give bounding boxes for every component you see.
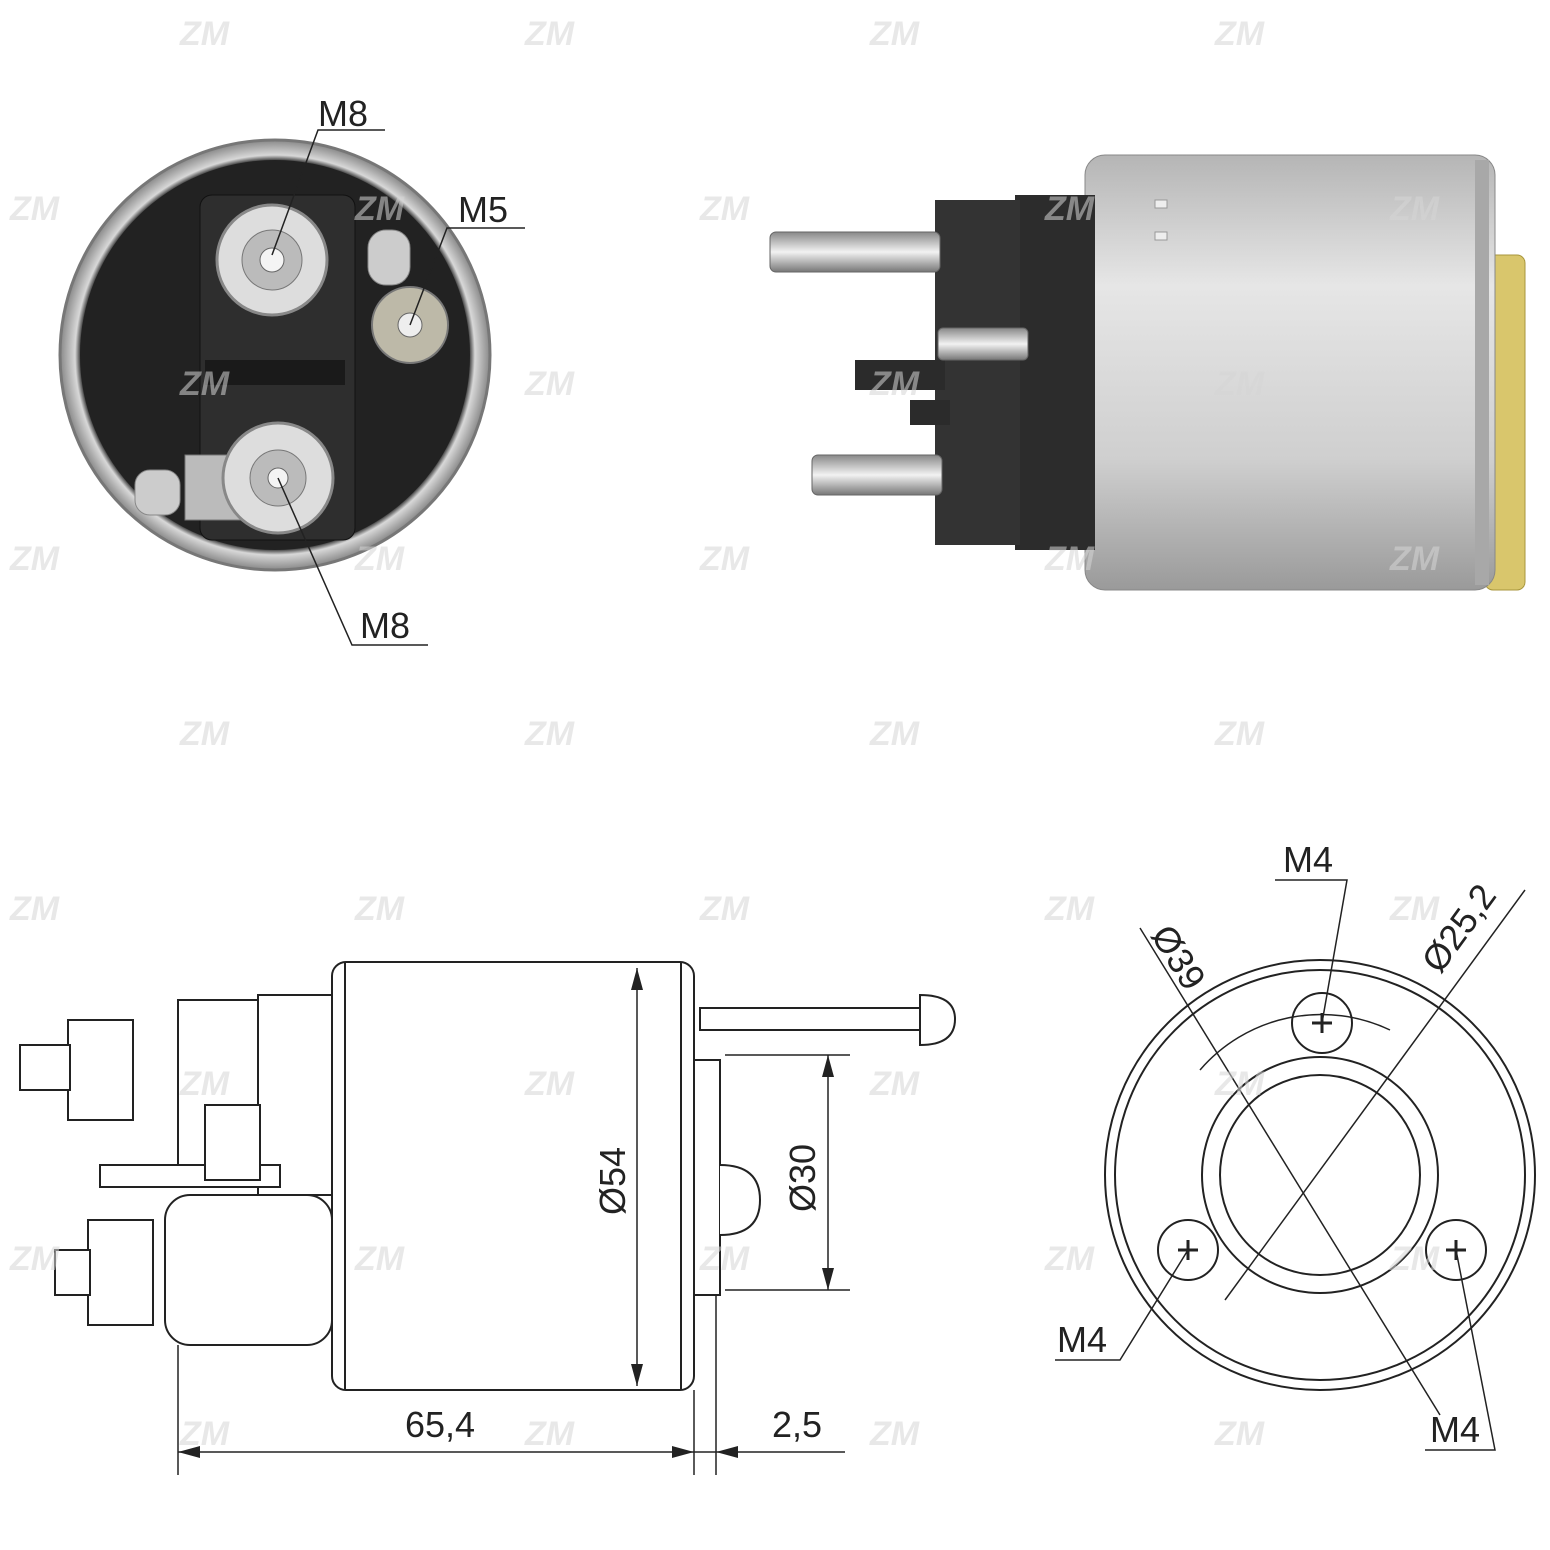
watermark-logo: ZM <box>699 190 750 228</box>
watermark-logo: ZM <box>869 715 920 753</box>
side-view-photo <box>769 154 1526 591</box>
watermark-logo: ZM <box>1214 15 1265 53</box>
stud-lower <box>811 454 943 496</box>
side-drawing <box>19 961 957 1475</box>
watermark-logo: ZM <box>179 15 230 53</box>
watermark-logo: ZM <box>1389 890 1440 928</box>
label-m4-left: M4 <box>1057 1319 1107 1360</box>
watermark-logo: ZM <box>9 890 60 928</box>
watermark-logo: ZM <box>179 715 230 753</box>
watermark-logo: ZM <box>179 1415 230 1453</box>
watermark-logo: ZM <box>524 1415 575 1453</box>
watermark-logo: ZM <box>869 15 920 53</box>
label-m8-top: M8 <box>318 93 368 134</box>
watermark-logo: ZM <box>9 540 60 578</box>
watermark-logo: ZM <box>869 1065 920 1103</box>
watermark-logo: ZM <box>699 540 750 578</box>
watermark-logo: ZM <box>1214 1415 1265 1453</box>
watermark-logo: ZM <box>699 890 750 928</box>
watermark-logo: ZM <box>524 365 575 403</box>
label-m4-top: M4 <box>1283 839 1333 880</box>
solenoid-can <box>1084 154 1496 591</box>
watermark-logo: ZM <box>869 1415 920 1453</box>
screw-hole-top <box>1291 992 1353 1054</box>
watermark-logo: ZM <box>1044 890 1095 928</box>
dim-offset: 2,5 <box>772 1404 822 1445</box>
flange-drawing <box>1055 879 1536 1451</box>
watermark-logo: ZM <box>9 1240 60 1278</box>
watermark-logo: ZM <box>1214 715 1265 753</box>
watermark-logo: ZM <box>354 890 405 928</box>
watermark-logo: ZM <box>9 190 60 228</box>
dim-plunger-diameter: Ø30 <box>782 1144 823 1212</box>
dim-body-diameter: Ø54 <box>592 1147 633 1215</box>
dim-bolt-circle: Ø39 <box>1143 918 1214 997</box>
dim-length: 65,4 <box>405 1404 475 1445</box>
end-view-photo: M8 M5 M8 <box>58 93 525 646</box>
label-m8-bottom: M8 <box>360 605 410 646</box>
watermark-logo: ZM <box>524 15 575 53</box>
screw-hole-left <box>1157 1219 1219 1281</box>
screw-hole-right <box>1425 1219 1487 1281</box>
watermark-logo: ZM <box>524 715 575 753</box>
watermark-logo: ZM <box>1044 1240 1095 1278</box>
stud-small <box>937 327 1029 361</box>
terminal-m8-top <box>215 203 329 317</box>
label-m5: M5 <box>458 189 508 230</box>
label-m4-right: M4 <box>1430 1409 1480 1450</box>
stud-upper <box>769 231 941 273</box>
dim-bore: Ø25,2 <box>1413 876 1504 979</box>
